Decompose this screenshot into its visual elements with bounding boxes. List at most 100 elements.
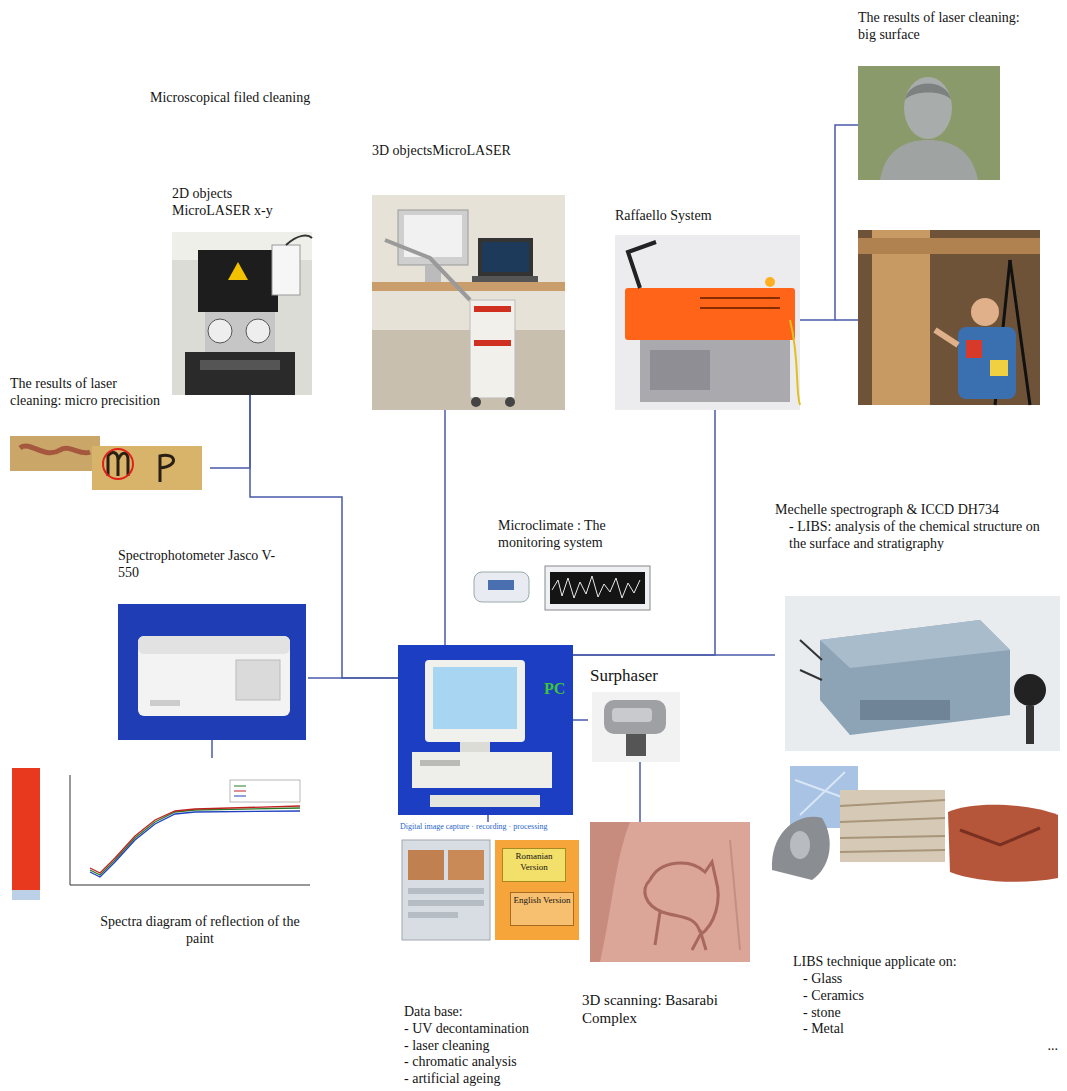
spectrophotometer-photo-part: [138, 636, 290, 716]
mechelle-spectrograph-photo-part: [1014, 674, 1046, 706]
equipment-photo: Raffaello System: [615, 208, 800, 410]
mechelle-spectrograph-photo-part: [1026, 706, 1034, 744]
database-screens-part: [408, 900, 484, 906]
caption-text: - LIBS: analysis of the chemical structu…: [789, 519, 1060, 553]
microlaser-3d-photo-part: [372, 282, 565, 291]
microlaser-xy-photo-part: [272, 245, 300, 295]
equipment-photo: Spectrophotometer Jasco V-550: [118, 548, 308, 740]
caption-block: Surphaser: [590, 666, 683, 686]
reflection-spectra-chart-part: [12, 768, 40, 900]
caption-block: 3D scanning: Basarabi Complex: [582, 991, 760, 1027]
connector-line: [573, 719, 588, 721]
libs-sample-photos-part: [840, 790, 945, 862]
caption-text: - laser cleaning: [404, 1038, 580, 1055]
microlaser-3d-photo-part: [474, 306, 511, 312]
caption-text: - artificial ageing: [404, 1071, 580, 1088]
raffaello-photo-part: [790, 320, 800, 405]
scan-photo: 3D scanning: Basarabi Complex: [582, 822, 760, 1027]
bracket-line: [835, 320, 858, 321]
pc-photo-part: [460, 742, 490, 752]
caption-text: - Glass: [803, 971, 1058, 988]
caption-block: The results of laser cleaning: micro pre…: [10, 376, 170, 410]
column-cleaning-photo-part: [872, 230, 930, 405]
micro-cleaning-photos-part: [20, 446, 90, 453]
bust-photo-part: [905, 84, 951, 101]
caption-block: PC: [544, 679, 572, 698]
folder-icon: English Version: [510, 892, 574, 926]
basarabi-relief-photo-part: [645, 862, 718, 950]
database-screens-part: [408, 850, 444, 880]
microlaser-3d-photo-part: [482, 242, 529, 272]
microlaser-xy-photo-part: [172, 232, 312, 395]
caption-text: English Version: [512, 895, 572, 906]
caption-text: 2D objects MicroLASER x-y: [172, 186, 312, 220]
caption-block: The results of laser cleaning: big surfa…: [858, 10, 1028, 44]
pc-photo-part: [420, 760, 460, 766]
pc-photo-part: [425, 660, 525, 742]
caption-text: Microclimate : The monitoring system: [498, 518, 655, 552]
microclimate-devices-part: [552, 576, 640, 598]
micro-cleaning-photos-part: [92, 446, 202, 490]
micro-cleaning-photos-part: [10, 436, 100, 471]
database-screens: [402, 840, 579, 940]
libs-sample-photos-part: [772, 817, 830, 880]
microlaser-3d-photo-part: [385, 240, 470, 300]
caption-text: LIBS technique applicate on:: [793, 954, 1058, 971]
caption-text: - chromatic analysis: [404, 1054, 580, 1071]
microlaser-xy-photo-part: [208, 319, 232, 343]
caption-block: Digital image capture · recording · proc…: [400, 822, 580, 832]
mechelle-spectrograph-photo-part: [820, 620, 1010, 668]
caption-block: Data base:- UV decontamination- laser cl…: [404, 1004, 580, 1088]
bracket-line-part: [835, 319, 858, 321]
caption-text: The results of laser cleaning: big surfa…: [858, 10, 1028, 44]
reflection-spectra-chart-part: [234, 796, 246, 797]
caption-text: ...: [793, 1038, 1058, 1055]
pc-photo-part: [433, 667, 517, 729]
spectrophotometer-photo-part: [138, 636, 290, 654]
column-cleaning-photo-part: [858, 230, 1040, 405]
caption-block: English Version: [512, 895, 572, 906]
microlaser-3d-photo-part: [472, 276, 538, 282]
microlaser-3d-photo-part: [471, 397, 481, 407]
microlaser-xy-photo-part: [185, 352, 295, 395]
micro-cleaning-photos: [10, 436, 202, 490]
database-screens-part: [408, 912, 458, 918]
caption-block: 2D objects MicroLASER x-y: [172, 186, 312, 220]
sample-photos: LIBS technique applicate on:- Glass- Cer…: [765, 760, 1062, 1055]
caption-text: - Metal: [803, 1021, 1058, 1038]
microclimate-devices-part: [545, 566, 650, 610]
connector-line: [210, 395, 250, 468]
mechelle-spectrograph-photo-part: [820, 620, 1010, 735]
surphaser-photo-part: [612, 708, 652, 722]
spectrophotometer-photo-part: [118, 604, 306, 740]
caption-block: LIBS technique applicate on:- Glass- Cer…: [793, 954, 1058, 1055]
connector-line: [444, 410, 446, 645]
libs-sample-photos: [772, 766, 1058, 882]
mechelle-spectrograph-photo: [785, 596, 1060, 751]
database-screens-part: [495, 840, 579, 940]
libs-sample-photos-part: [840, 800, 945, 852]
caption-text: Mechelle spectrograph & ICCD DH734: [775, 502, 1060, 519]
caption-text: Surphaser: [590, 666, 683, 686]
connector-line: [573, 654, 775, 656]
microclimate-devices-part: [550, 572, 645, 604]
micro-cleaning-photos-part: [108, 453, 128, 476]
surphaser-photo-part: [604, 700, 666, 734]
raffaello-photo-part: [628, 242, 656, 288]
equipment-photo: 3D objectsMicroLASER: [372, 143, 565, 410]
connector-line: [250, 395, 398, 678]
spectra-chart: Spectra diagram of reflection of the pai…: [10, 758, 320, 948]
libs-sample-photos-part: [790, 831, 810, 859]
caption-text: Data base:: [404, 1004, 580, 1021]
caption-text: Raffaello System: [615, 208, 800, 225]
caption-text: 3D scanning: Basarabi Complex: [582, 991, 760, 1027]
surphaser-photo-part: [592, 692, 680, 762]
caption-text: PC: [544, 679, 572, 698]
column-cleaning-photo-part: [971, 298, 999, 326]
database-screens-part: [448, 850, 484, 880]
libs-sample-photos-part: [960, 828, 1040, 845]
mechelle-spectrograph-photo-part: [860, 700, 950, 720]
caption-text: - Ceramics: [803, 988, 1058, 1005]
equipment-photo: Mechelle spectrograph & ICCD DH734- LIBS…: [775, 502, 1060, 752]
